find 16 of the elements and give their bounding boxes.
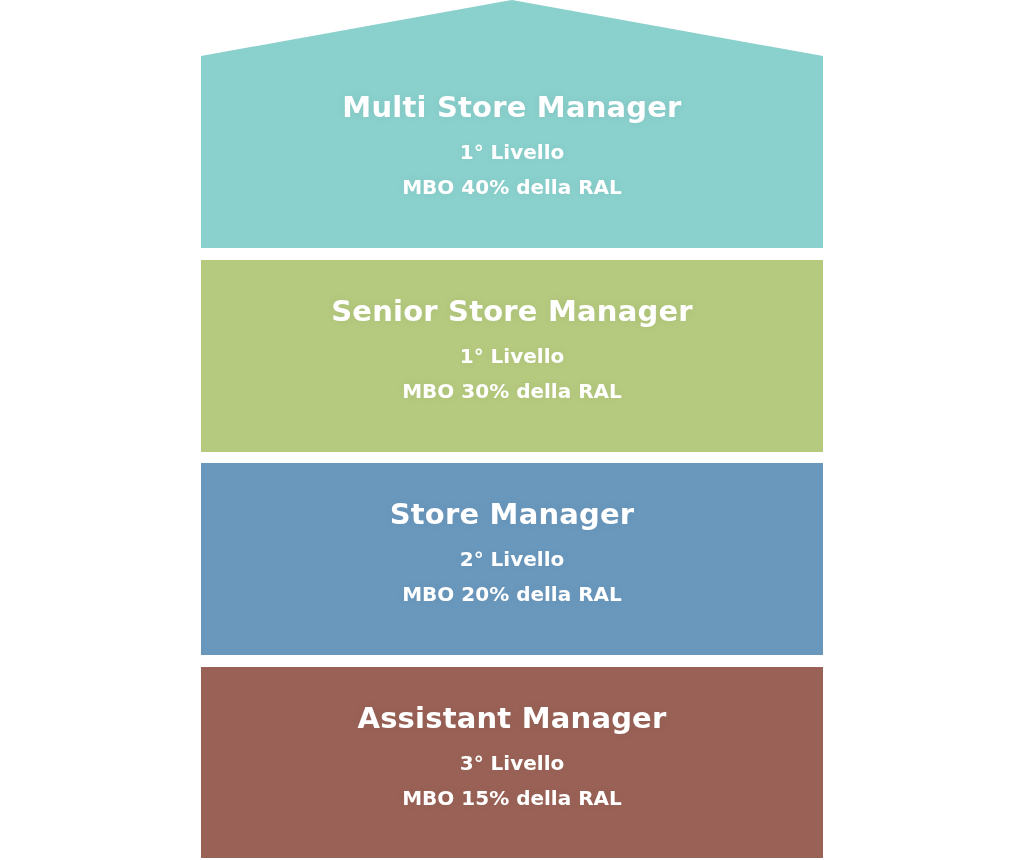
role-title: Senior Store Manager xyxy=(331,293,693,329)
detail-text: 3° Livello xyxy=(459,750,565,777)
role-title: Multi Store Manager xyxy=(342,89,682,125)
detail-text: MBO 30% della RAL xyxy=(402,378,622,405)
detail-text: 1° Livello xyxy=(459,343,565,370)
level-band xyxy=(201,667,823,858)
role-title: Store Manager xyxy=(389,496,635,532)
role-title: Assistant Manager xyxy=(357,700,667,736)
detail-text: 1° Livello xyxy=(459,139,565,166)
detail-text: MBO 40% della RAL xyxy=(402,174,622,201)
level-band xyxy=(201,260,823,452)
house-shaped-band xyxy=(201,0,823,248)
level-band xyxy=(201,463,823,655)
detail-text: 2° Livello xyxy=(459,546,565,573)
detail-text: MBO 20% della RAL xyxy=(402,581,622,608)
detail-text: MBO 15% della RAL xyxy=(402,785,622,812)
